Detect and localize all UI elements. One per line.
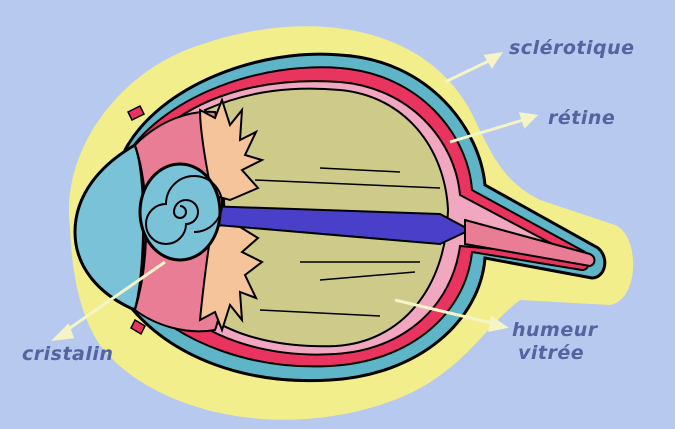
arrow-retine-head xyxy=(518,112,539,129)
arrow-cristalin xyxy=(59,260,166,337)
ciliary-body-lower xyxy=(198,220,264,333)
label-sclerotique: sclérotique xyxy=(509,37,635,59)
label-cristalin: cristalin xyxy=(22,343,114,365)
lens xyxy=(138,162,222,262)
label-humeur-line1: humeur xyxy=(512,319,598,341)
eyelid-marker-top xyxy=(126,104,146,122)
optic-nerve xyxy=(464,218,596,268)
eyelid-marker-bottom xyxy=(130,318,146,336)
arrow-sclerotique-head xyxy=(483,52,504,69)
lens-spiral xyxy=(145,175,223,245)
arrow-humeur xyxy=(394,298,501,327)
arrow-retine xyxy=(449,116,531,144)
label-humeur-line2: vitrée xyxy=(518,342,585,364)
arrow-cristalin-head xyxy=(50,323,75,341)
label-retine: rétine xyxy=(548,107,616,129)
label-arrows xyxy=(50,52,539,341)
vitreous-fibres xyxy=(254,167,441,317)
arrow-humeur-head xyxy=(488,315,509,332)
arrow-sclerotique xyxy=(444,56,496,84)
